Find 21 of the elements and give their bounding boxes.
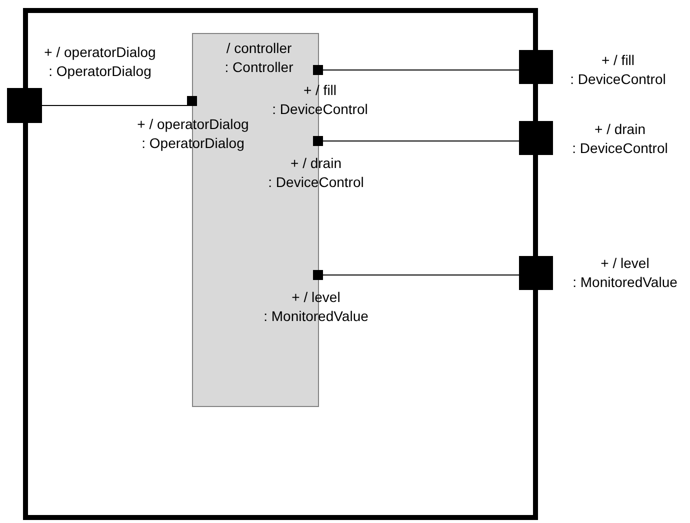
- port-square: [313, 270, 323, 280]
- port-label: + / fill : DeviceControl: [570, 51, 666, 89]
- port-label: + / drain : DeviceControl: [268, 154, 364, 192]
- part-name: / controller : Controller: [224, 39, 294, 77]
- port-square: [313, 136, 323, 146]
- connector-line: [322, 140, 520, 142]
- port-square: [187, 96, 197, 106]
- structure-frame: [23, 8, 538, 520]
- port-label: + / operatorDialog : OperatorDialog: [44, 43, 156, 81]
- port-square: [313, 65, 323, 75]
- port-square: [7, 88, 42, 123]
- connector-line: [322, 274, 520, 276]
- port-label: + / drain : DeviceControl: [572, 120, 668, 158]
- port-label: + / operatorDialog : OperatorDialog: [137, 115, 249, 153]
- port-label: + / fill : DeviceControl: [272, 81, 368, 119]
- port-square: [519, 256, 553, 290]
- connector-line: [42, 105, 188, 106]
- port-label: + / level : MonitoredValue: [264, 288, 368, 326]
- port-square: [519, 121, 553, 155]
- port-label: + / level : MonitoredValue: [572, 254, 678, 292]
- port-square: [519, 50, 553, 84]
